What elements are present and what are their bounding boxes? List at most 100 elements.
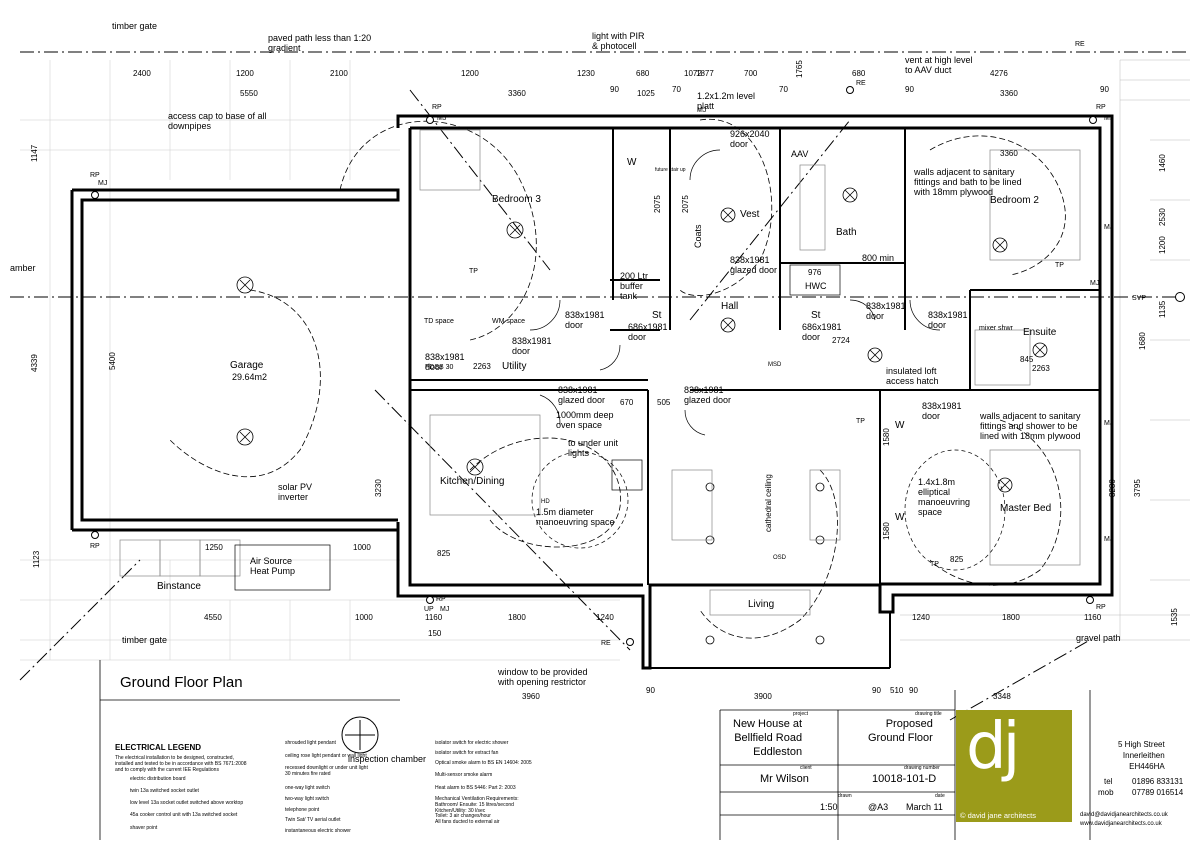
tb-scale: 1:50: [820, 802, 838, 812]
firm-mob: 07789 016514: [1132, 788, 1184, 797]
note-door-garage: 838x1981 door: [425, 352, 465, 372]
dim-top2-3: 90: [610, 85, 619, 94]
tb-client-label: client: [800, 765, 812, 771]
note-cathedral-ceiling: cathedral ceiling: [764, 474, 773, 532]
legend-title: ELECTRICAL LEGEND: [115, 743, 202, 752]
dim-1680: 1680: [1138, 332, 1147, 350]
marker-tp-3: TP: [856, 418, 865, 425]
marker-rp-4: RP: [1096, 104, 1106, 111]
note-fdss30: FDSS 30: [425, 364, 454, 371]
tb-drawing-number: 10018-101-D: [872, 773, 937, 785]
tb-drawing-number-label: drawing number: [904, 765, 940, 771]
legend-mid-7: Twin Sat/ TV aerial outlet: [285, 817, 341, 823]
dim-1123: 1123: [32, 550, 41, 568]
dim-top2-8: 3360: [1000, 89, 1018, 98]
dim-bottom2-4: 3900: [754, 692, 772, 701]
note-door-bed3: 838x1981 door: [565, 310, 605, 330]
room-label-store1: St: [652, 310, 662, 321]
dim-bottom-2: 1000: [355, 613, 373, 622]
note-msd: MSD: [768, 362, 782, 368]
dim-976: 976: [808, 268, 822, 277]
dim-bottom-3: 1160: [425, 613, 443, 622]
room-label-binstance: Binstance: [157, 581, 201, 592]
dim-bottom-8: 1160: [1084, 613, 1102, 622]
dim-bottom-7: 1800: [1002, 613, 1020, 622]
firm-address: 5 High Street Innerleithen EH446HA: [1118, 740, 1165, 771]
note-paved-path: paved path less than 1:20 gradient: [268, 33, 372, 53]
rainwater-pipes: [91, 86, 1185, 646]
note-door-store1: 686x1981 door: [628, 322, 668, 342]
plan-title: Ground Floor Plan: [120, 674, 243, 691]
titleblock-frame: [99, 660, 1091, 840]
note-future-stair: future stair up: [655, 167, 686, 173]
architect-logo: dj © david jane architects: [956, 710, 1072, 822]
dim-bottom-1: 4550: [204, 613, 222, 622]
marker-tp-2: TP: [1055, 262, 1064, 269]
marker-mj-1: MJ: [98, 180, 108, 187]
note-oven-space: 1000mm deep oven space: [556, 410, 614, 430]
dim-top-4: 1200: [461, 69, 479, 78]
dim-top-11: 4276: [990, 69, 1008, 78]
dim-1200: 1200: [1158, 236, 1167, 254]
logo-monogram: dj: [966, 710, 1020, 784]
dim-670: 670: [620, 398, 634, 407]
legend-mid-6: telephone point: [285, 807, 320, 813]
note-glazed-door-vest: 838x1981 glazed door: [730, 255, 778, 275]
dim-top-6: 680: [636, 69, 650, 78]
dim-2724: 2724: [832, 336, 850, 345]
note-manoeuvre-circle: 1.5m diameter manoeuvring space: [536, 507, 615, 527]
note-manoeuvre-ellipse: 1.4x1.8m elliptical manoeuvring space: [918, 477, 971, 517]
legend-left-2: twin 13a switched socket outlet: [130, 788, 199, 794]
garage-area: 29.64m2: [232, 372, 268, 382]
note-amber: amber: [10, 263, 36, 273]
legend-right-4: Multi-sensor smoke alarm: [435, 772, 493, 778]
note-walls-bath: walls adjacent to sanitary fittings and …: [914, 167, 1022, 197]
note-glazed-door-living: 838x1981 glazed door: [684, 385, 732, 405]
tb-project-label: project: [793, 711, 809, 717]
dim-2263-ensuite: 2263: [1032, 364, 1050, 373]
dim-bottom-4: 1800: [508, 613, 526, 622]
note-level-platt: 1.2x1.2m level platt: [697, 91, 756, 111]
note-td-space: TD space: [424, 318, 454, 325]
dim-top2-2: 3360: [508, 89, 526, 98]
note-door-926: 926x2040 door: [730, 129, 770, 149]
note-timber-gate-bottom: timber gate: [122, 635, 168, 645]
tb-project: New House at Bellfield Road Eddleston: [733, 718, 803, 758]
firm-web[interactable]: www.davidjanearchitects.co.uk: [1080, 821, 1162, 827]
legend-mid-2: ceiling rose light pendant or wall light: [285, 753, 367, 759]
dim-505: 505: [657, 398, 671, 407]
dim-1460: 1460: [1158, 154, 1167, 172]
tb-drawing-title: Proposed Ground Floor: [868, 718, 933, 744]
note-access-cap: access cap to base of all downpipes: [168, 111, 267, 131]
marker-rp-3: RP: [432, 104, 442, 111]
room-label-wardrobe1: W: [627, 157, 637, 168]
dim-top-2: 1200: [236, 69, 254, 78]
dim-2263: 2263: [473, 362, 491, 371]
legend-left-4: 45a cooker control unit with 13a switche…: [130, 812, 238, 818]
note-mixer-shower: mixer shwr: [979, 325, 1013, 332]
note-800-min: 800 min: [862, 253, 895, 263]
room-label-wardrobe2: W: [895, 420, 905, 431]
firm-name: © david jane architects: [960, 811, 1036, 820]
note-hd: HD: [541, 499, 550, 505]
dim-top-7: 1072: [684, 69, 702, 78]
note-light-pir: light with PIR & photocell: [592, 31, 645, 51]
dim-5400: 5400: [108, 352, 117, 370]
legend-mid-3: recessed downlight or under unit light 3…: [285, 765, 368, 777]
legend-right-6: Mechanical Ventilation Requirements: Bat…: [435, 796, 519, 825]
marker-mj-3: MJ: [1104, 115, 1114, 122]
note-buffer-tank: 200 Ltr buffer tank: [620, 271, 649, 301]
room-label-garage: Garage: [230, 360, 264, 371]
note-gravel-path: gravel path: [1076, 633, 1121, 643]
dim-1147: 1147: [30, 144, 39, 162]
dim-3795: 3795: [1133, 479, 1142, 497]
dim-top-5: 1230: [577, 69, 595, 78]
note-insulated-loft: insulated loft access hatch: [886, 366, 939, 386]
gravel-hatch: [900, 59, 1190, 641]
manoeuvring-zones: [531, 449, 1006, 571]
firm-email[interactable]: david@davidjanearchitects.co.uk: [1080, 812, 1168, 818]
tb-sheet: @A3: [868, 802, 889, 812]
dim-3360-bed2: 3360: [1000, 149, 1018, 158]
firm-tel: 01896 833131: [1132, 777, 1184, 786]
